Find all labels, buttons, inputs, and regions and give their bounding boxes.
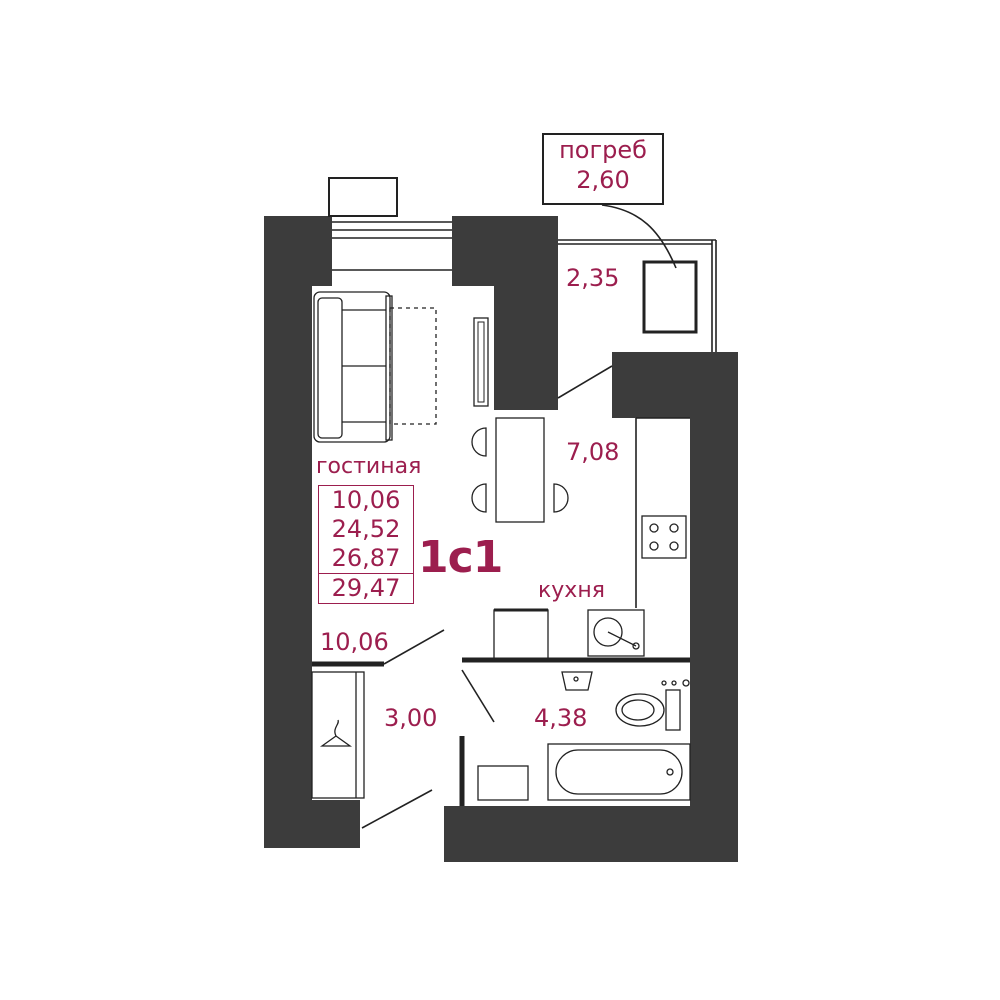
hall-area: 3,00 [384,704,438,732]
apartment-code: 1с1 [418,532,503,583]
kitchen-counter [493,608,645,661]
kitchen-name: кухня [538,578,605,603]
area-summary-value: 10,06 [331,486,401,514]
wall-left [264,216,312,848]
loggia-area: 2,35 [566,264,620,292]
wall-bottom [444,806,738,862]
living-area: 10,06 [320,628,389,656]
sofa [313,291,393,443]
wall-right [690,352,738,862]
coffee-table [389,307,437,425]
wall-left-bottom [264,800,360,848]
kitchen-area: 7,08 [566,438,620,466]
area-summary-box: 10,06 24,52 26,87 29,47 [318,485,414,604]
stove [641,515,687,559]
area-summary-value: 24,52 [331,515,401,543]
dining-table [471,417,569,523]
area-summary-value: 26,87 [331,544,401,572]
bathroom-fixtures [477,671,691,801]
cellar-pointer [601,204,698,334]
cellar-name: погреб [559,136,647,164]
cellar-label-box: погреб 2,60 [542,133,664,205]
tv [473,317,489,407]
area-summary-total: 29,47 [319,573,413,603]
cellar-area: 2,60 [576,166,630,194]
walls [264,216,738,862]
wall-pillar [494,216,558,410]
window-box [328,177,398,217]
wall-left-top [264,216,332,286]
bathroom-area: 4,38 [534,704,588,732]
wardrobe [311,671,365,799]
living-room-name: гостиная [316,454,422,479]
